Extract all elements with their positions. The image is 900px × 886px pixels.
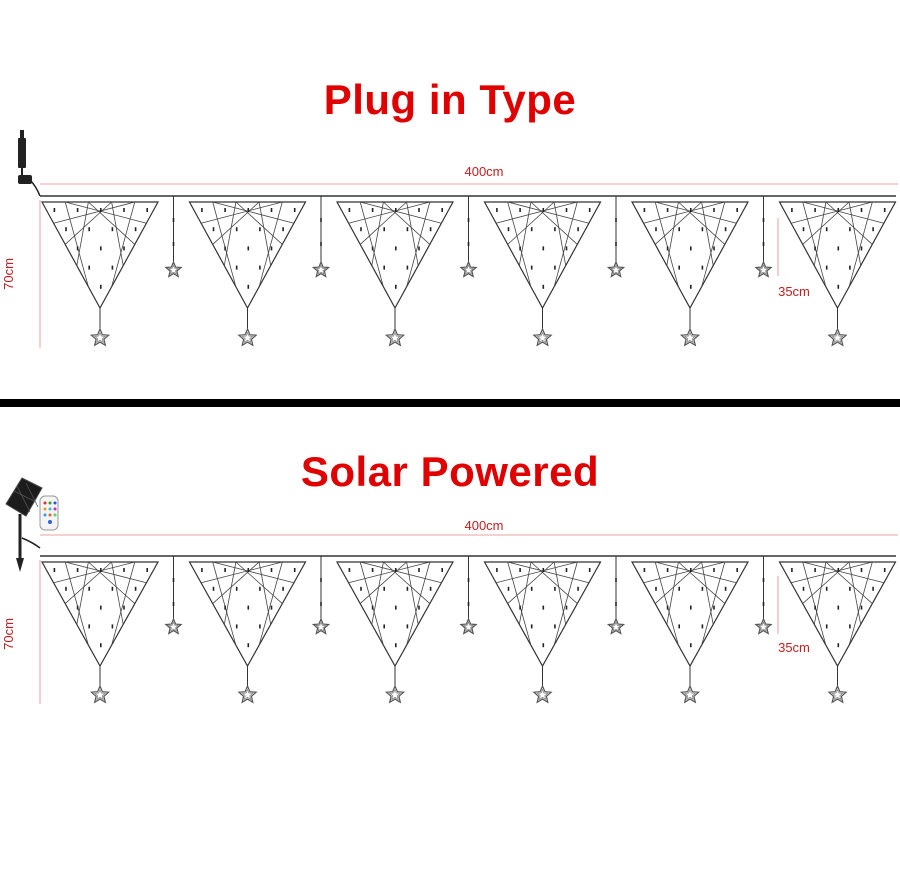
star-icon xyxy=(606,617,626,635)
star-icon xyxy=(459,260,478,278)
star-icon xyxy=(532,684,553,704)
star-icon xyxy=(679,684,701,704)
hanging-star-strand xyxy=(606,556,626,635)
panel-title: Solar Powered xyxy=(300,448,600,495)
star-icon xyxy=(459,617,478,635)
net-light xyxy=(778,201,897,347)
solar-diagram: 400cm 70cm 35cm xyxy=(1,477,898,704)
plug-in-diagram: 400cm 70cm 35cm xyxy=(1,130,898,348)
hanging-star-strand xyxy=(754,196,773,278)
hanging-star-strand xyxy=(164,556,183,635)
hanging-star-strand xyxy=(311,556,331,635)
width-label: 400cm xyxy=(464,164,503,179)
remote-control-icon xyxy=(39,495,59,531)
net-light xyxy=(483,201,602,347)
hanging-star-strand xyxy=(606,196,626,278)
net-light xyxy=(630,561,750,704)
height-label: 70cm xyxy=(1,258,16,290)
panel-plug-in: Plug in Type 400cm 70cm 35cm xyxy=(0,0,900,400)
net-light xyxy=(40,561,160,704)
star-icon xyxy=(679,327,701,347)
net-light xyxy=(335,561,455,704)
net-light xyxy=(188,561,307,704)
short-label: 35cm xyxy=(778,284,810,299)
star-icon xyxy=(237,684,258,704)
net-light xyxy=(40,201,160,347)
star-icon xyxy=(754,260,773,278)
star-icon xyxy=(237,327,258,347)
net-light xyxy=(335,201,455,347)
star-icon xyxy=(89,684,111,704)
star-icon xyxy=(311,260,331,278)
section-divider xyxy=(0,399,900,407)
net-light xyxy=(483,561,602,704)
star-icon xyxy=(164,260,183,278)
star-icon xyxy=(827,327,848,347)
star-icon xyxy=(827,684,848,704)
star-icon xyxy=(311,617,331,635)
star-icon xyxy=(384,684,406,704)
star-icon xyxy=(532,327,553,347)
net-light xyxy=(630,201,750,347)
hanging-star-strand xyxy=(459,556,478,635)
hanging-star-strand xyxy=(311,196,331,278)
net-lights-group xyxy=(40,196,897,347)
net-lights-group xyxy=(40,556,897,704)
star-icon xyxy=(89,327,111,347)
hanging-star-strand xyxy=(754,556,773,635)
plug-adapter-icon xyxy=(18,130,41,197)
hanging-star-strand xyxy=(459,196,478,278)
hanging-star-strand xyxy=(164,196,183,278)
net-light xyxy=(188,201,307,347)
height-label: 70cm xyxy=(1,618,16,650)
panel-solar: Solar Powered 400cm 70cm 35cm xyxy=(0,408,900,886)
panel-title: Plug in Type xyxy=(323,76,577,123)
solar-panel-icon xyxy=(5,477,43,572)
star-icon xyxy=(606,260,626,278)
star-icon xyxy=(164,617,183,635)
short-label: 35cm xyxy=(778,640,810,655)
net-light xyxy=(778,561,897,704)
star-icon xyxy=(754,617,773,635)
star-icon xyxy=(384,327,406,347)
width-label: 400cm xyxy=(464,518,503,533)
